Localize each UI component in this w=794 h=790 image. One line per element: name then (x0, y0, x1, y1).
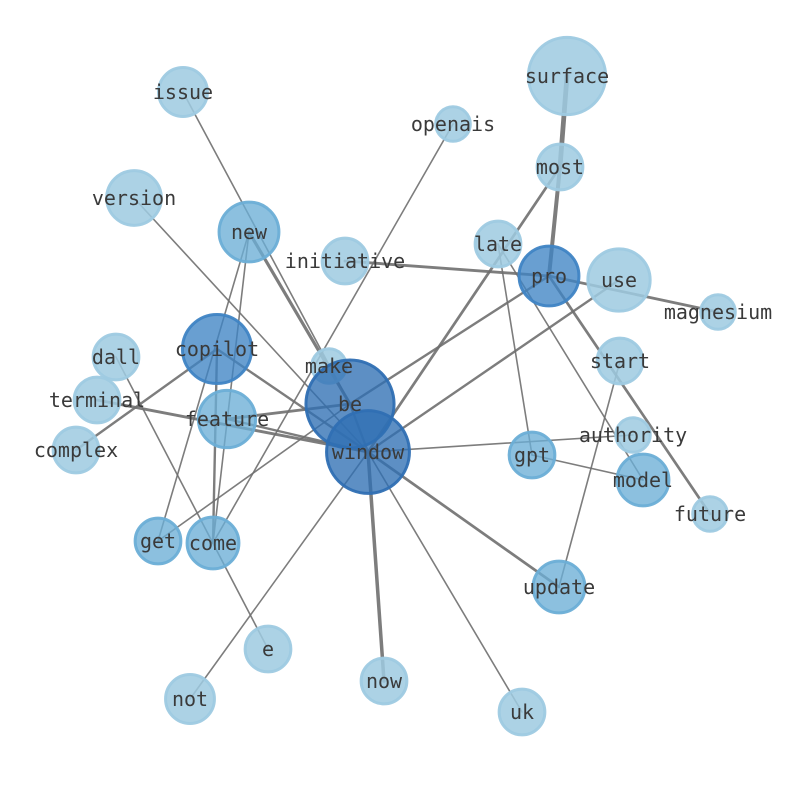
node-label-not: not (172, 687, 208, 711)
node-label-version: version (92, 186, 176, 210)
node-terminal[interactable] (72, 375, 122, 425)
edge-dall-e (115, 356, 269, 650)
node-label-now: now (366, 669, 403, 693)
node-label-copilot: copilot (175, 337, 259, 361)
edge-pro-future (547, 274, 712, 516)
edge-new-get (157, 231, 250, 542)
node-label-e: e (262, 637, 274, 661)
node-label-most: most (536, 155, 584, 179)
edge-start-update (558, 360, 621, 588)
node-surface[interactable] (526, 35, 608, 117)
node-issue[interactable] (157, 66, 209, 118)
edge-new-come (212, 231, 250, 544)
node-label-magnesium: magnesium (664, 300, 772, 324)
node-authority[interactable] (614, 416, 652, 454)
edges-layer (74, 73, 720, 713)
node-label-update: update (523, 575, 595, 599)
edge-late-gpt (497, 243, 533, 456)
node-window[interactable] (325, 409, 411, 495)
node-pro[interactable] (517, 244, 581, 308)
node-feature[interactable] (196, 388, 258, 450)
node-label-feature: feature (185, 407, 269, 431)
node-label-window: window (332, 440, 405, 464)
node-e[interactable] (243, 624, 293, 674)
node-uk[interactable] (497, 687, 547, 737)
node-label-start: start (590, 349, 650, 373)
node-future[interactable] (691, 495, 729, 533)
node-new[interactable] (217, 200, 281, 264)
edge-most-window (366, 165, 562, 454)
node-label-surface: surface (525, 64, 609, 88)
node-most[interactable] (535, 142, 585, 192)
node-label-terminal: terminal (49, 388, 145, 412)
node-label-openais: openais (411, 112, 495, 136)
node-label-use: use (601, 268, 637, 292)
node-label-dall: dall (92, 345, 140, 369)
node-complex[interactable] (51, 425, 101, 475)
edge-window-uk (367, 451, 523, 713)
nodes-layer (51, 35, 737, 737)
node-label-come: come (189, 531, 237, 555)
node-openais[interactable] (434, 105, 472, 143)
node-label-late: late (474, 232, 522, 256)
node-get[interactable] (133, 516, 183, 566)
edge-use-window (366, 278, 621, 454)
node-late[interactable] (473, 219, 523, 269)
node-label-make: make (305, 354, 353, 378)
node-label-gpt: gpt (514, 443, 550, 467)
node-label-new: new (231, 220, 268, 244)
node-come[interactable] (185, 515, 241, 571)
node-label-uk: uk (510, 700, 534, 724)
node-initiative[interactable] (320, 236, 370, 286)
node-label-authority: authority (579, 423, 687, 447)
node-update[interactable] (531, 559, 587, 615)
node-now[interactable] (359, 656, 409, 706)
node-use[interactable] (586, 247, 652, 313)
node-copilot[interactable] (180, 312, 254, 386)
node-label-complex: complex (34, 438, 118, 462)
node-label-issue: issue (153, 80, 213, 104)
node-magnesium[interactable] (699, 293, 737, 331)
node-dall[interactable] (91, 332, 141, 382)
node-gpt[interactable] (507, 430, 557, 480)
node-version[interactable] (105, 169, 163, 227)
node-not[interactable] (164, 673, 216, 725)
edge-window-authority (367, 434, 634, 453)
node-label-be: be (338, 392, 362, 416)
edge-window-not (189, 451, 369, 700)
node-label-future: future (674, 502, 746, 526)
node-label-pro: pro (531, 264, 567, 288)
node-start[interactable] (595, 336, 645, 386)
edge-initiative-pro (343, 259, 551, 278)
node-label-initiative: initiative (285, 249, 405, 273)
node-label-get: get (140, 529, 176, 553)
node-model[interactable] (615, 452, 671, 508)
labels-layer: surface openais issue most version new initiat… (34, 64, 772, 724)
node-label-model: model (613, 468, 673, 492)
